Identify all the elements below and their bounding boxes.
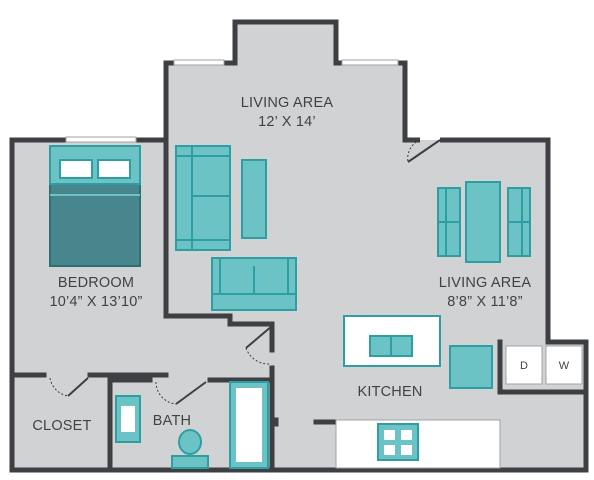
dining-set xyxy=(437,181,531,263)
coffee-table xyxy=(241,159,267,239)
bath-name: BATH xyxy=(153,413,191,429)
door-swings xyxy=(49,139,441,405)
toilet xyxy=(171,429,209,469)
washer-label: W xyxy=(559,360,570,372)
living-main-name: LIVING AREA xyxy=(241,95,334,111)
kitchen-name: KITCHEN xyxy=(357,384,422,400)
bed xyxy=(49,145,141,267)
kitchen-island xyxy=(343,315,441,367)
bathtub xyxy=(229,381,269,469)
dryer-label: D xyxy=(520,360,528,372)
interior-walls xyxy=(9,137,589,473)
windows xyxy=(65,59,399,143)
living-main-dims: 12’ X 14’ xyxy=(258,114,316,130)
kitchen-counter xyxy=(335,419,501,469)
sofa-left xyxy=(175,145,231,251)
loveseat xyxy=(211,257,297,311)
bedroom-dims: 10’4” X 13’10” xyxy=(49,294,142,310)
bedroom-name: BEDROOM xyxy=(58,275,134,291)
living-side-name: LIVING AREA xyxy=(439,275,532,291)
closet-name: CLOSET xyxy=(32,418,91,434)
washer-dryer xyxy=(505,345,583,385)
living-side-dims: 8’8” X 11’8” xyxy=(447,294,522,310)
floor-area xyxy=(12,22,586,470)
refrigerator xyxy=(449,345,493,389)
vanity-sink xyxy=(115,395,141,443)
